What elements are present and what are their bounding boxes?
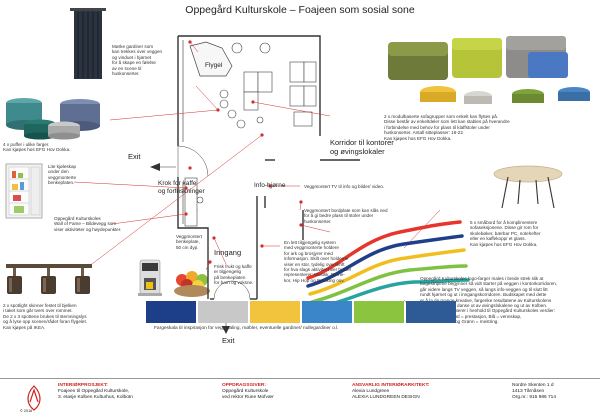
footer-designer-head: ANSVARLIG INTERIØRARKITEKT: (352, 383, 430, 388)
note-spotlight: 2 x spotlight skinner festet til bjelken… (3, 303, 88, 330)
note-gardiner: Mørke gardiner som kan trekkes over vegg… (112, 44, 163, 77)
fridge-image (5, 163, 43, 219)
color-swatch (146, 301, 196, 323)
note-wall-of-fame: Oppegård Kulturskoles Wall of Fame – Bil… (54, 216, 122, 232)
label-krok: Krok for kaffe og forfriskninger (158, 180, 205, 195)
swatch-caption: Fargeskala til inspirasjon for veggmalin… (154, 326, 339, 331)
footer-project-text: Foajeen til Oppegård Kulturskole, 3. eta… (58, 389, 133, 400)
note-infosystem: En lett tilgjengelig system med veggmont… (284, 240, 352, 283)
color-swatch (302, 301, 352, 323)
color-swatch (250, 301, 300, 323)
sofa-image (388, 36, 590, 104)
curtain-image (70, 8, 106, 79)
note-frukt: Frisk frukt og kaffe er tilgjengelig på … (214, 264, 254, 286)
note-smabord: 5 x småbord for å komplimentere sofaseks… (470, 220, 541, 247)
footer-project-head: INTERIØRPROSJEKT: (58, 383, 108, 388)
note-benkeplate: Veggmontert benkeplate, 50 cm dyp. (176, 234, 203, 250)
note-sofa: 2 x modulbaserte sofagrupper som enkelt … (384, 114, 510, 141)
page-title: Oppegård Kulturskole – Foajeen som sosia… (185, 4, 415, 16)
footer-client-head: OPPDRAGSGIVER: (222, 383, 266, 388)
note-puffer: 4 x puffer i ulike farger. Kan kjøpes ho… (3, 142, 71, 153)
side-table-image (493, 165, 563, 209)
footer-designer-text: Alexia Lundgreen ALEXIA LUNDGREEN DESIGN (352, 389, 420, 400)
fruit-bowl-image (174, 271, 210, 297)
label-korridor: Korridor til kontorer og øvingslokaler (330, 138, 394, 156)
note-kjoleskap: Lite kjøleskap under den veggmonterte be… (48, 164, 77, 186)
coffee-machine-image (138, 259, 162, 296)
designer-logo-icon (27, 385, 41, 411)
footer-client-text: Oppegård Kulturskole ved rektor Rune Mof… (222, 389, 274, 400)
color-swatch (198, 301, 248, 323)
color-swatch (354, 301, 404, 323)
label-inngang: Inngang (214, 248, 242, 257)
label-info: Info-hjørne (254, 182, 286, 189)
spotlight-image (6, 264, 92, 294)
label-exit-bottom: Exit (222, 336, 235, 345)
label-exit-left: Exit (128, 152, 141, 161)
pouf-image (6, 98, 100, 140)
note-bordplate: Veggmontert bordplate som kan slås ned f… (304, 208, 388, 224)
label-flygel: Flygel (205, 62, 223, 69)
copyright: © 2016 (20, 409, 33, 413)
footer-address-text: Nordre Skenten 1 d 1413 Tårnåsen Org.nr.… (512, 383, 557, 400)
footer-divider (0, 378, 600, 379)
note-tv: Veggmontert TV til info og bilder/ video… (304, 184, 385, 189)
color-swatch (406, 301, 456, 323)
